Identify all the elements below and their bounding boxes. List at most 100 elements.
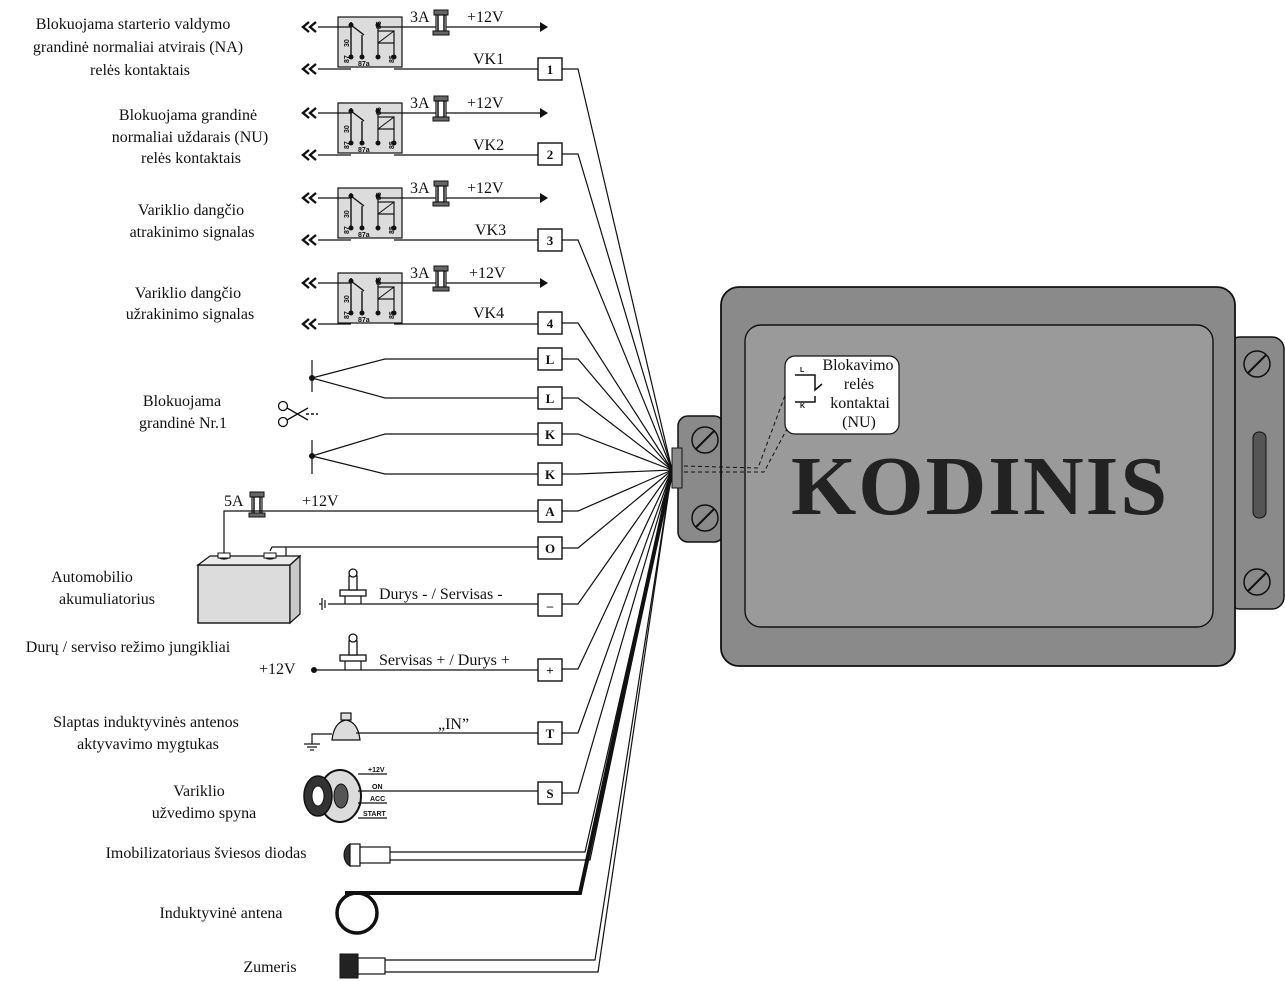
left-arrow-icon [301, 191, 318, 205]
unit-pin-L: L [800, 367, 805, 374]
battery-fuse: 5A [224, 493, 244, 510]
relay-pin-label: 87 [344, 311, 351, 319]
terminal-4: 4 [547, 316, 554, 331]
fuse-icon [432, 95, 450, 122]
relay-3-label-1: Variklio dangčio [138, 202, 244, 219]
right-arrow-icon [540, 278, 548, 288]
fuse-icon [432, 265, 450, 292]
left-arrow-icon [301, 62, 318, 76]
relay-pin-label: 30 [344, 210, 351, 218]
relay-4-label-1: Variklio dangčio [135, 285, 241, 302]
battery-supply: +12V [302, 493, 339, 510]
relay-3-fuse: 3A [410, 180, 430, 197]
ignition-label-2: užvedimo spyna [152, 805, 256, 822]
relay-pin-label: 85 [389, 311, 396, 319]
relay-3: Variklio dangčio atrakinimo signalas 3A … [130, 180, 563, 252]
relay-2: Blokuojama grandinė normaliai uždarais (… [112, 95, 563, 167]
screw-icon [1243, 568, 1271, 596]
ignition-pos-12v: +12V [368, 767, 385, 774]
left-arrow-icon [301, 148, 318, 162]
secret-button-label-1: Slaptas induktyvinės antenos [53, 714, 239, 731]
left-arrow-icon [301, 276, 318, 290]
relay-pin-label: 86 [376, 21, 383, 29]
block-circuit-label-2: grandinė Nr.1 [139, 415, 227, 432]
relay-pin-label: 85 [389, 226, 396, 234]
ignition-lock-icon [303, 769, 362, 823]
relay-pin-label: 87a [358, 61, 370, 68]
unit-note-1: Blokavimo [822, 357, 893, 374]
relay-2-wire: VK2 [473, 137, 504, 154]
relay-2-label-3: relės kontaktais [141, 150, 241, 167]
screw-icon [1243, 350, 1271, 378]
ignition-pos-acc: ACC [370, 796, 385, 803]
relay-pin-label: 87a [358, 232, 370, 239]
relay-1-wire: VK1 [473, 51, 504, 68]
fuse-icon [432, 180, 450, 207]
terminal-S: S [546, 786, 553, 801]
terminal-1: 1 [547, 62, 554, 77]
battery-label-2: akumuliatorius [59, 591, 155, 608]
relay-pin-label: 86 [376, 107, 383, 115]
battery: 5A +12V Automobilio akumuliatorius A O [51, 491, 563, 625]
terminal-3: 3 [547, 233, 554, 248]
relay-2-label-1: Blokuojama grandinė [119, 107, 257, 124]
left-arrow-icon [301, 20, 318, 34]
relay-pin-label: 86 [376, 277, 383, 285]
relay-1-label-1: Blokuojama starterio valdymo [36, 16, 231, 33]
secret-button-wire: „IN” [438, 716, 469, 733]
relay-pin-label: 87a [358, 147, 370, 154]
terminal-minus: – [546, 598, 554, 613]
switch-minus-label: Durys - / Servisas - [379, 586, 503, 603]
switches-label: Durų / serviso režimo jungikliai [26, 639, 231, 656]
block-circuit-label-1: Blokuojama [143, 393, 221, 410]
fuse-icon [432, 9, 450, 36]
block-circuit: Blokuojama grandinė Nr.1 L L K K [139, 347, 563, 486]
switches: Durys - / Servisas - – Durų / serviso re… [26, 568, 563, 682]
terminal-K1: K [545, 427, 556, 442]
terminal-T: T [546, 726, 555, 741]
relay-4-label-2: užrakinimo signalas [126, 306, 254, 323]
relay-pin-label: 30 [344, 125, 351, 133]
relay-pin-label: 87 [344, 141, 351, 149]
relay-1-label-3: relės kontaktais [90, 62, 190, 79]
left-arrow-icon [301, 233, 318, 247]
right-arrow-icon [540, 108, 548, 118]
relay-4-wire: VK4 [473, 305, 504, 322]
left-arrow-icon [301, 317, 318, 331]
secret-button: Slaptas induktyvinės antenos aktyvavimo … [53, 712, 563, 753]
relay-pin-label: 85 [389, 141, 396, 149]
push-switch-icon [339, 633, 367, 670]
relay-3-wire: VK3 [475, 222, 506, 239]
control-unit: L K Blokavimo relės kontaktai (NU) KODIN… [671, 286, 1285, 667]
ignition-pos-on: ON [372, 784, 383, 791]
relay-3-supply: +12V [467, 180, 504, 197]
buzzer-icon [339, 953, 386, 979]
relay-pin-label: 87 [344, 226, 351, 234]
left-arrow-icon [301, 106, 318, 120]
relay-1-supply: +12V [467, 9, 504, 26]
terminal-L1: L [546, 352, 555, 367]
wire-harness [345, 68, 674, 973]
antenna-label: Induktyvinė antena [159, 905, 282, 922]
ignition: Variklio užvedimo spyna +12V ON ACC STAR… [152, 767, 563, 823]
terminal-K2: K [545, 467, 556, 482]
screw-icon [691, 504, 719, 532]
led: Imobilizatoriaus šviesos diodas [106, 843, 391, 867]
right-arrow-icon [540, 193, 548, 203]
switch-plus-label: Servisas + / Durys + [379, 652, 510, 669]
right-arrow-icon [540, 22, 548, 32]
terminal-plus: + [546, 663, 553, 678]
antenna: Induktyvinė antena [159, 891, 379, 935]
unit-note-3: kontaktai [830, 395, 890, 412]
terminal-A: A [545, 504, 555, 519]
relay-pin-label: 87a [358, 317, 370, 324]
push-switch-icon [339, 568, 367, 604]
relay-pin-label: 30 [344, 295, 351, 303]
screw-icon [691, 426, 719, 454]
relay-1: Blokuojama starterio valdymo grandinė no… [33, 9, 563, 81]
relay-pin-label: 87 [344, 55, 351, 63]
buzzer: Zumeris [243, 953, 386, 979]
relay-pin-label: 86 [376, 192, 383, 200]
battery-label-1: Automobilio [51, 569, 133, 586]
